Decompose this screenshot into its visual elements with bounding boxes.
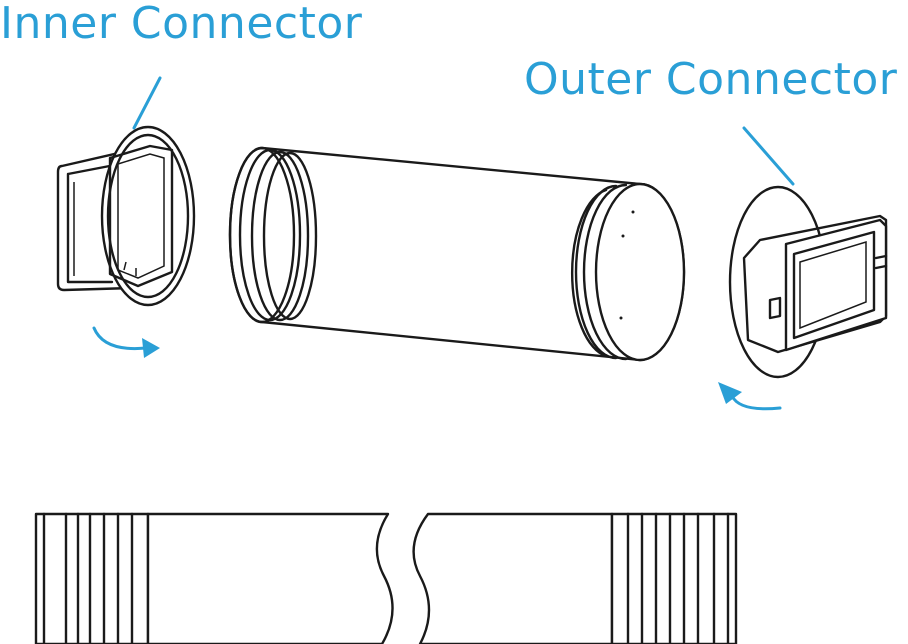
inner-connector bbox=[56, 125, 196, 307]
hose-side-view bbox=[34, 512, 738, 644]
outer-connector-label: Outer Connector bbox=[524, 54, 898, 105]
rotate-arrow-icon bbox=[92, 326, 160, 358]
inner-connector-leader-line bbox=[132, 76, 162, 130]
hose-tube bbox=[228, 146, 686, 362]
outer-connector bbox=[728, 185, 888, 379]
rotate-arrow-icon bbox=[718, 382, 782, 411]
inner-connector-label: Inner Connector bbox=[0, 0, 363, 49]
outer-connector-leader-line bbox=[742, 126, 795, 186]
